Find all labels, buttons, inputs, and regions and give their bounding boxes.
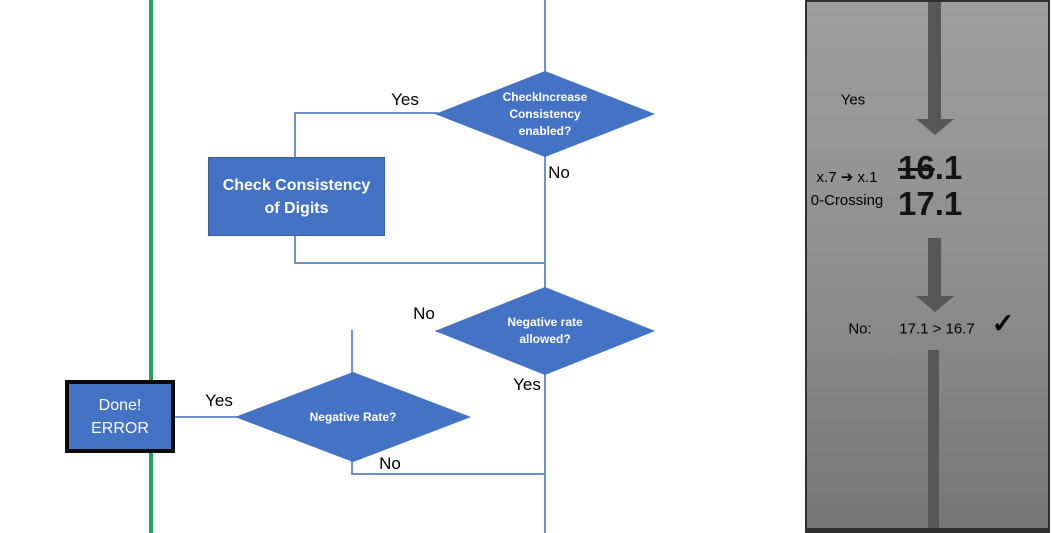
green-divider-line: [149, 0, 153, 533]
panel-old-value-suffix: .1: [934, 149, 963, 186]
decision-check-increase-consistency: CheckIncrease Consistency enabled?: [435, 71, 655, 157]
checkmark-icon: ✓: [991, 308, 1015, 339]
edge-label-no-mid: No: [413, 304, 435, 323]
connector-bottom-no-down: [351, 460, 353, 475]
decision-negative-rate-allowed: Negative rate allowed?: [435, 287, 655, 375]
down-arrow-head-icon: [916, 119, 954, 135]
connector-yes-horizontal: [294, 112, 438, 114]
decision-text-line: Consistency: [509, 106, 581, 121]
process-check-consistency-of-digits: Check Consistency of Digits: [208, 157, 385, 236]
connector-bottom-no-merge: [351, 473, 546, 475]
edge-label-yes-mid: Yes: [513, 375, 541, 394]
connector-yes-down-into-process: [294, 112, 296, 158]
process-text-line: of Digits: [264, 199, 329, 217]
decision-negative-rate: Negative Rate?: [235, 372, 471, 462]
decision-text-line: enabled?: [518, 123, 572, 138]
edge-label-no-bottom: No: [379, 454, 401, 473]
panel-old-value-struck: 16: [898, 149, 935, 186]
terminal-text-line: ERROR: [91, 419, 149, 437]
decision-text-line: allowed?: [519, 332, 571, 346]
panel-values: 16.1 17.1: [898, 150, 962, 222]
connector-yes-to-done: [175, 416, 237, 418]
edge-label-no-top: No: [548, 163, 570, 182]
terminal-text-line: Done!: [98, 396, 142, 414]
connector-no-vertical: [544, 156, 546, 289]
panel-new-value: 17.1: [898, 185, 963, 222]
decision-text-line: Negative Rate?: [309, 409, 397, 424]
connector-process-down: [294, 235, 296, 264]
decision-text-line: Negative rate: [507, 315, 583, 329]
panel-result-label: No:: [848, 320, 872, 338]
connector-mid-no-down: [351, 330, 353, 374]
decision-text-line: CheckIncrease: [502, 89, 588, 104]
connector-mid-yes-vertical: [544, 373, 546, 533]
terminal-done-error: Done! ERROR: [65, 380, 175, 453]
process-text-line: Check Consistency: [222, 176, 371, 194]
down-arrow-head-icon: [916, 296, 954, 312]
down-arrow-icon: [928, 2, 941, 119]
panel-yes-label: Yes: [840, 91, 866, 109]
down-arrow-shaft-icon: [928, 350, 939, 528]
annotation-panel: [805, 0, 1050, 533]
panel-mapping-line2: 0-Crossing: [810, 192, 884, 209]
panel-mapping-note: x.7 ➔ x.1 0-Crossing: [803, 166, 891, 212]
edge-label-yes-bottom: Yes: [205, 391, 233, 410]
connector-top-into-decision: [544, 0, 546, 76]
down-arrow-icon: [928, 238, 941, 296]
panel-mapping-line1: x.7 ➔ x.1: [816, 169, 878, 186]
panel-old-value: 16.1: [898, 150, 962, 186]
edge-label-yes-top: Yes: [391, 90, 419, 109]
panel-result-comparison: 17.1 > 16.7: [899, 320, 975, 338]
connector-process-merge: [294, 262, 546, 264]
